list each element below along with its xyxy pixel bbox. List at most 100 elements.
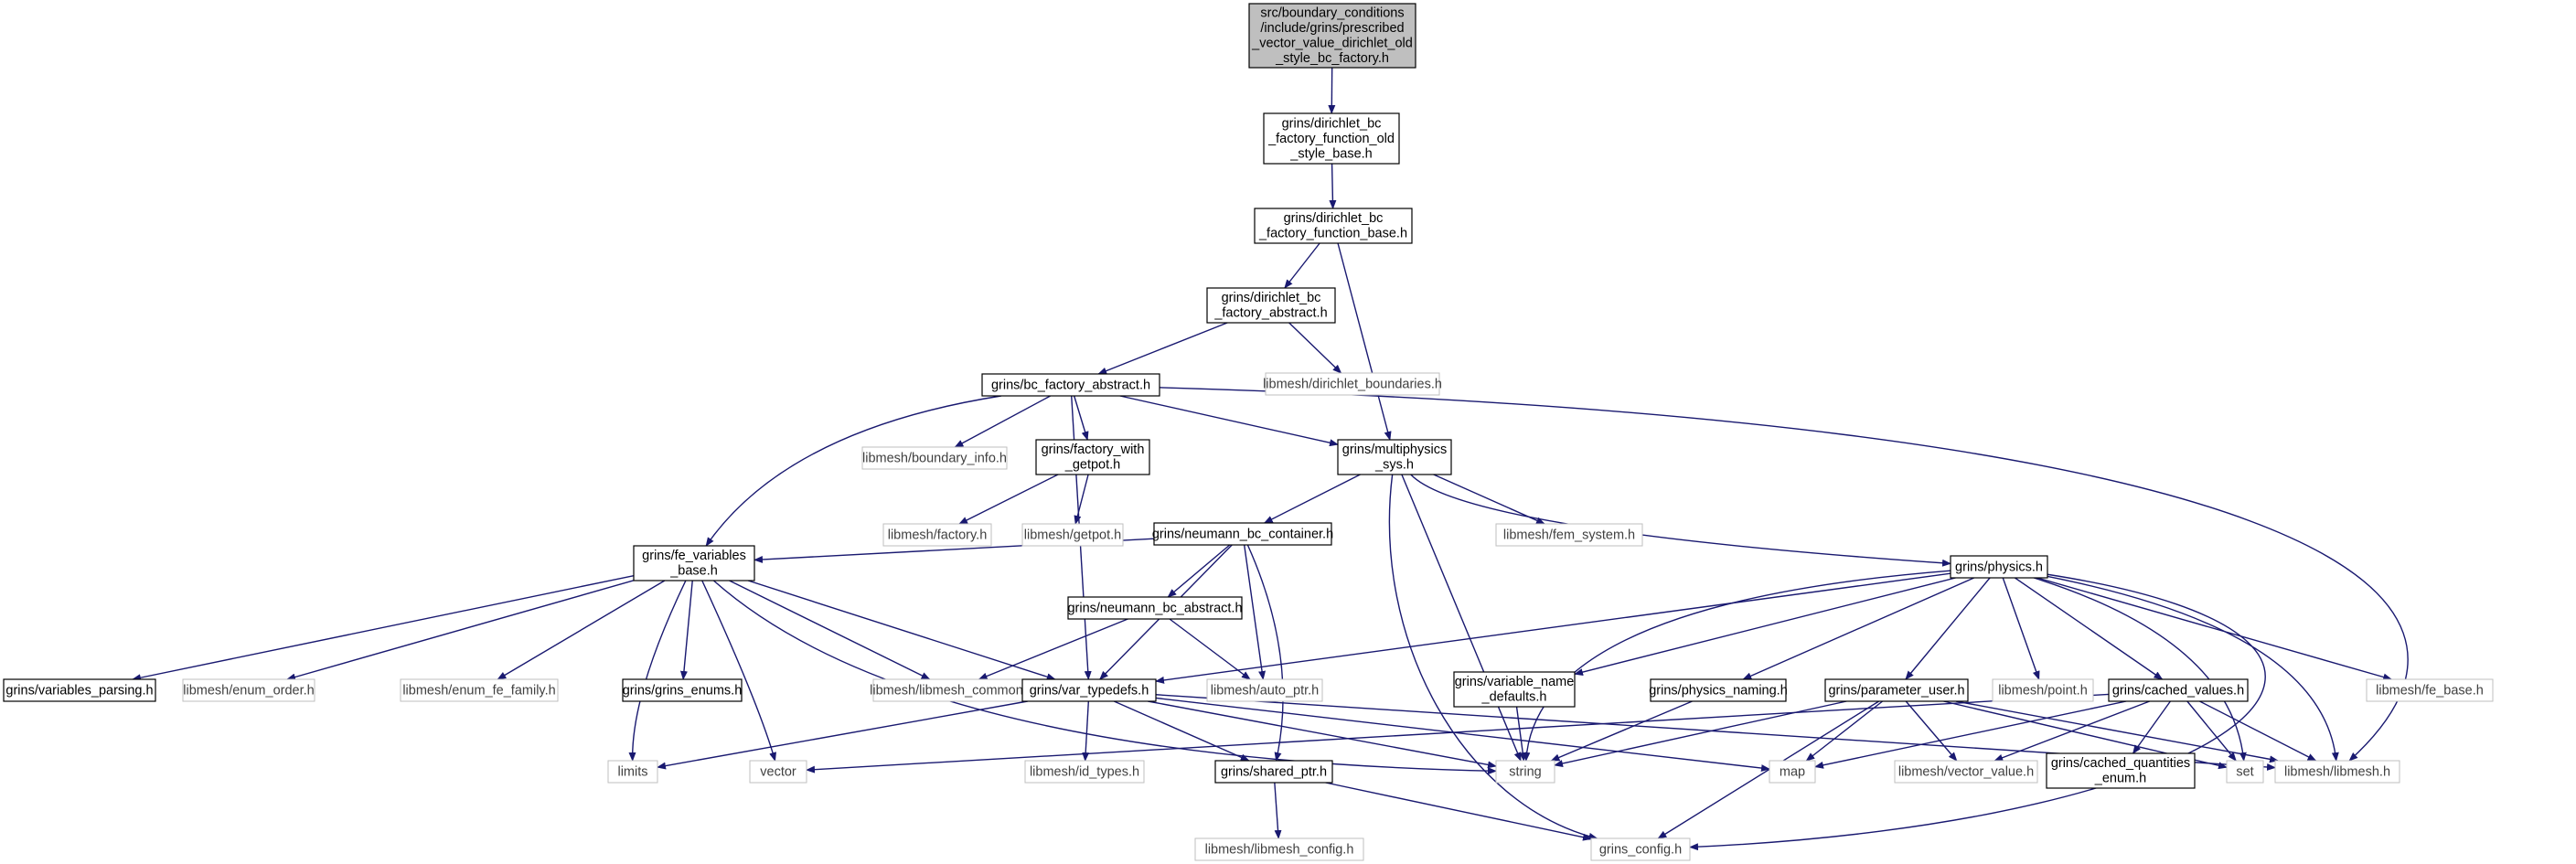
node-dbc-func-old[interactable]: grins/dirichlet_bc_factory_function_old_… <box>1263 112 1400 165</box>
node-box <box>1024 760 1145 784</box>
edge-fe-variables-base-to-grins-enums <box>679 580 693 680</box>
node-label-line: grins/dirichlet_bc <box>1284 211 1384 226</box>
node-point: libmesh/point.h <box>1992 678 2094 702</box>
node-box <box>1495 523 1643 547</box>
edge-multiphysics-sys-to-fem-system <box>1433 474 1545 525</box>
node-box <box>2226 760 2264 784</box>
node-label-line: _base.h <box>669 564 718 579</box>
node-box <box>1021 523 1124 547</box>
edge-dbc-func-base-to-multiphysics-sys <box>1337 242 1392 441</box>
node-cached-quantities-enum[interactable]: grins/cached_quantities_enum.h <box>2046 752 2196 789</box>
node-limits: limits <box>607 760 658 784</box>
node-box <box>1206 678 1323 702</box>
node-label-line: grins/physics_naming.h <box>1649 683 1788 698</box>
node-box <box>633 545 755 581</box>
node-box <box>1206 287 1336 324</box>
node-box <box>1021 678 1157 702</box>
edge-cached-values-to-cached-quantities-enum <box>2132 700 2171 754</box>
edge-var-typedefs-to-limits <box>657 700 1028 770</box>
node-label-line: _sys.h <box>1374 458 1414 473</box>
node-physics[interactable]: grins/physics.h <box>1950 555 2048 579</box>
node-parameter-user[interactable]: grins/parameter_user.h <box>1824 678 1969 702</box>
node-libmesh: libmesh/libmesh.h <box>2274 760 2400 784</box>
node-factory: libmesh/factory.h <box>882 523 992 547</box>
node-vector-value: libmesh/vector_value.h <box>1894 760 2038 784</box>
node-auto-ptr: libmesh/auto_ptr.h <box>1206 678 1323 702</box>
node-box <box>2366 678 2494 702</box>
node-box <box>1153 522 1332 546</box>
edge-neumann-container-to-auto-ptr <box>1243 544 1267 680</box>
node-label-line: libmesh/vector_value.h <box>1898 764 2034 779</box>
node-box <box>400 678 559 702</box>
edge-var-typedefs-to-string <box>1148 700 1497 769</box>
edge-fe-variables-base-to-enum-fe-family <box>497 580 666 680</box>
node-label-line: libmesh/fe_base.h <box>2376 683 2484 698</box>
edge-cached-values-to-map <box>1814 700 2127 769</box>
node-neumann-abstract[interactable]: grins/neumann_bc_abstract.h <box>1067 596 1243 620</box>
node-var-typedefs[interactable]: grins/var_typedefs.h <box>1021 678 1157 702</box>
node-variables-parsing[interactable]: grins/variables_parsing.h <box>3 678 156 702</box>
node-neumann-container[interactable]: grins/neumann_bc_container.h <box>1152 522 1333 546</box>
edge-physics-to-physics-naming <box>1742 577 1974 680</box>
node-map: map <box>1769 760 1816 784</box>
node-label-line: libmesh/getpot.h <box>1024 528 1121 542</box>
edge-cached-values-to-set <box>2186 700 2237 762</box>
edge-fe-variables-base-to-vector <box>701 580 776 762</box>
node-label-line: libmesh/libmesh_common.h <box>870 683 1034 698</box>
edge-physics-to-point <box>2002 577 2040 680</box>
node-root[interactable]: src/boundary_conditions/include/grins/pr… <box>1248 3 1416 69</box>
node-bc-factory-abstract[interactable]: grins/bc_factory_abstract.h <box>981 373 1160 397</box>
node-label-line: _defaults.h <box>1481 690 1547 705</box>
node-label-line: grins/multiphysics <box>1342 443 1447 457</box>
node-label-line: src/boundary_conditions <box>1260 6 1404 21</box>
edge-fe-variables-base-to-libmesh-common <box>729 580 931 680</box>
node-label-line: map <box>1780 764 1805 779</box>
node-label-line: _factory_function_base.h <box>1258 227 1407 241</box>
edge-physics-to-fe-base <box>2036 577 2393 681</box>
node-dbc-abstract[interactable]: grins/dirichlet_bc_factory_abstract.h <box>1206 287 1336 324</box>
node-box <box>1495 760 1555 784</box>
node-grins-enums[interactable]: grins/grins_enums.h <box>622 678 743 702</box>
node-cached-values[interactable]: grins/cached_values.h <box>2108 678 2249 702</box>
node-label-line: _vector_value_dirichlet_old <box>1251 37 1413 51</box>
node-label-line: grins/variable_name <box>1455 675 1575 689</box>
node-box <box>607 760 658 784</box>
node-set: set <box>2226 760 2264 784</box>
node-getpot: libmesh/getpot.h <box>1021 523 1124 547</box>
node-box <box>1194 837 1364 861</box>
node-box <box>1254 208 1413 244</box>
edge-var-typedefs-to-id-types <box>1082 700 1090 762</box>
edge-cached-values-to-libmesh <box>2199 700 2317 762</box>
dependency-edges <box>132 67 2409 851</box>
node-factory-with-getpot[interactable]: grins/factory_with_getpot.h <box>1035 439 1150 475</box>
edge-bc-factory-abstract-to-fe-variables-base <box>705 395 1001 547</box>
node-fem-system: libmesh/fem_system.h <box>1495 523 1643 547</box>
node-box <box>182 678 315 702</box>
edge-factory-with-getpot-to-getpot <box>1074 474 1089 525</box>
node-variable-name-defaults[interactable]: grins/variable_name_defaults.h <box>1453 671 1576 708</box>
node-box <box>1337 439 1452 475</box>
node-box <box>1950 555 2048 579</box>
node-physics-naming[interactable]: grins/physics_naming.h <box>1649 678 1788 702</box>
node-label-line: libmesh/enum_fe_family.h <box>402 683 555 698</box>
node-label-line: grins/neumann_bc_container.h <box>1152 527 1333 541</box>
edge-fe-variables-base-to-string <box>712 580 1497 775</box>
node-label-line: libmesh/libmesh.h <box>2284 764 2390 779</box>
edge-neumann-abstract-to-libmesh-common <box>978 618 1128 680</box>
node-shared-ptr[interactable]: grins/shared_ptr.h <box>1214 760 1333 784</box>
node-multiphysics-sys[interactable]: grins/multiphysics_sys.h <box>1337 439 1452 475</box>
node-dbc-func-base[interactable]: grins/dirichlet_bc_factory_function_base… <box>1254 208 1413 244</box>
node-box <box>981 373 1160 397</box>
edge-parameter-user-to-grins-config <box>1657 700 1880 839</box>
node-box <box>861 446 1008 470</box>
node-fe-variables-base[interactable]: grins/fe_variables_base.h <box>633 545 755 581</box>
node-libmesh-common: libmesh/libmesh_common.h <box>870 678 1034 702</box>
edge-cached-values-to-vector-value <box>1993 700 2150 762</box>
edge-physics-to-var-typedefs <box>1155 572 1951 684</box>
node-box <box>1265 372 1440 396</box>
node-box <box>1035 439 1150 475</box>
node-box <box>3 678 156 702</box>
node-label-line: libmesh/point.h <box>1998 683 2088 698</box>
node-id-types: libmesh/id_types.h <box>1024 760 1145 784</box>
node-enum-order: libmesh/enum_order.h <box>182 678 315 702</box>
